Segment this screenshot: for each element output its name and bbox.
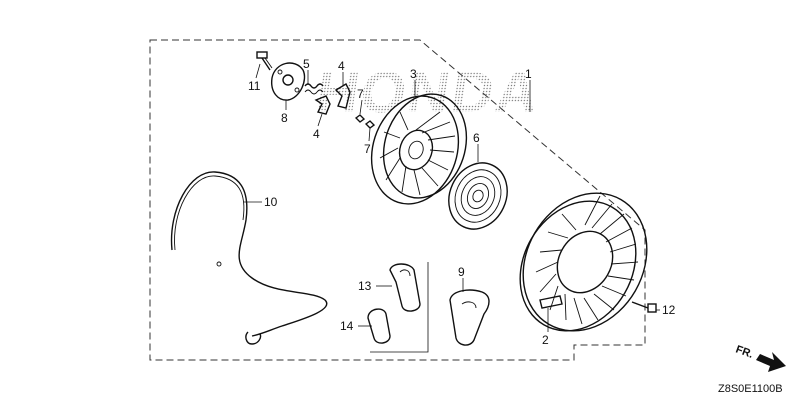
svg-text:HONDA: HONDA [312,60,544,125]
bolt-part-11 [256,51,273,71]
starter-rope-part-10 [170,171,328,345]
callout-13: 13 [358,279,372,293]
recoil-spring-part-6 [448,162,508,230]
callout-5: 5 [303,57,310,71]
callout-14: 14 [340,319,354,333]
arrow-right-icon [756,352,786,372]
callout-2: 2 [542,333,549,347]
callout-10: 10 [264,195,278,209]
recoil-reel-part-3 [370,93,468,205]
callout-4-lower: 4 [313,127,320,141]
handle-grip-part-13 [389,263,421,312]
callout-9: 9 [458,265,465,279]
callout-12: 12 [662,303,676,317]
callout-1: 1 [525,67,532,81]
drawing-code: Z8S0E1100B [718,383,783,395]
assembly-boundary [149,39,646,361]
callout-4-upper: 4 [338,59,345,73]
starter-case-part-2 [519,192,648,332]
pin-part-7-a [354,114,366,123]
callout-7-lower: 7 [364,142,371,156]
ratchet-plate-part-8 [271,62,306,101]
handle-part-9 [449,289,490,346]
handle-insert-part-14 [367,308,391,344]
honda-watermark-logo: HONDA [312,60,544,125]
pin-part-7-b [364,120,376,129]
callout-7-upper: 7 [357,87,364,101]
callout-3: 3 [410,67,417,81]
direction-label: FR. [734,344,755,361]
leader-lines [244,63,660,332]
bolt-part-12 [631,301,657,313]
callout-labels: 1 2 3 4 4 5 6 7 7 8 9 10 11 12 13 14 [248,57,676,347]
callout-8: 8 [281,111,288,125]
front-direction-indicator: FR. [734,344,786,372]
group-bracket-13-14 [370,262,429,353]
pawl-part-4-lower [314,95,331,115]
pawl-part-4-upper [334,83,351,109]
callout-6: 6 [473,131,480,145]
callout-11: 11 [248,79,261,93]
